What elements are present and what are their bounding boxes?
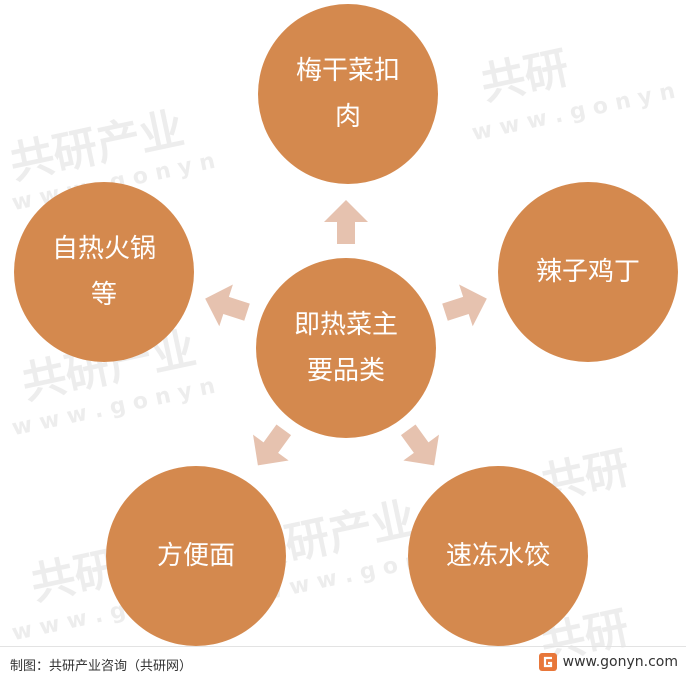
footer-source: 制图：共研产业咨询（共研网） xyxy=(10,659,193,674)
node-top-line1: 梅干菜扣 xyxy=(295,56,400,86)
node-top-line2: 肉 xyxy=(334,102,361,132)
node-right: 辣子鸡丁 xyxy=(498,182,678,362)
node-bottom-left: 方便面 xyxy=(106,466,286,646)
arrow-to-left xyxy=(205,284,250,327)
arrow-to-bottom-right xyxy=(400,424,439,466)
footer-brand: www.gonyn.com xyxy=(538,653,678,671)
node-right-line1: 辣子鸡丁 xyxy=(535,257,640,287)
arrow-to-top xyxy=(324,200,368,244)
arrows-layer xyxy=(205,200,487,466)
node-left-line1: 自热火锅 xyxy=(51,234,156,264)
node-bottom-left-line1: 方便面 xyxy=(156,541,235,571)
arrow-to-bottom-left xyxy=(253,424,292,466)
node-center-line1: 即热菜主 xyxy=(293,310,398,340)
brand-logo-icon xyxy=(538,653,557,671)
node-left-line2: 等 xyxy=(90,280,117,310)
arrow-to-right xyxy=(442,284,487,327)
node-bottom-right: 速冻水饺 xyxy=(408,466,588,646)
footer-divider xyxy=(0,646,686,647)
node-left: 自热火锅 等 xyxy=(14,182,194,362)
node-bottom-right-line1: 速冻水饺 xyxy=(445,541,550,571)
node-center: 即热菜主 要品类 xyxy=(256,258,436,438)
node-top: 梅干菜扣 肉 xyxy=(258,4,438,184)
footer-site[interactable]: www.gonyn.com xyxy=(562,654,678,670)
node-center-line2: 要品类 xyxy=(306,356,385,386)
